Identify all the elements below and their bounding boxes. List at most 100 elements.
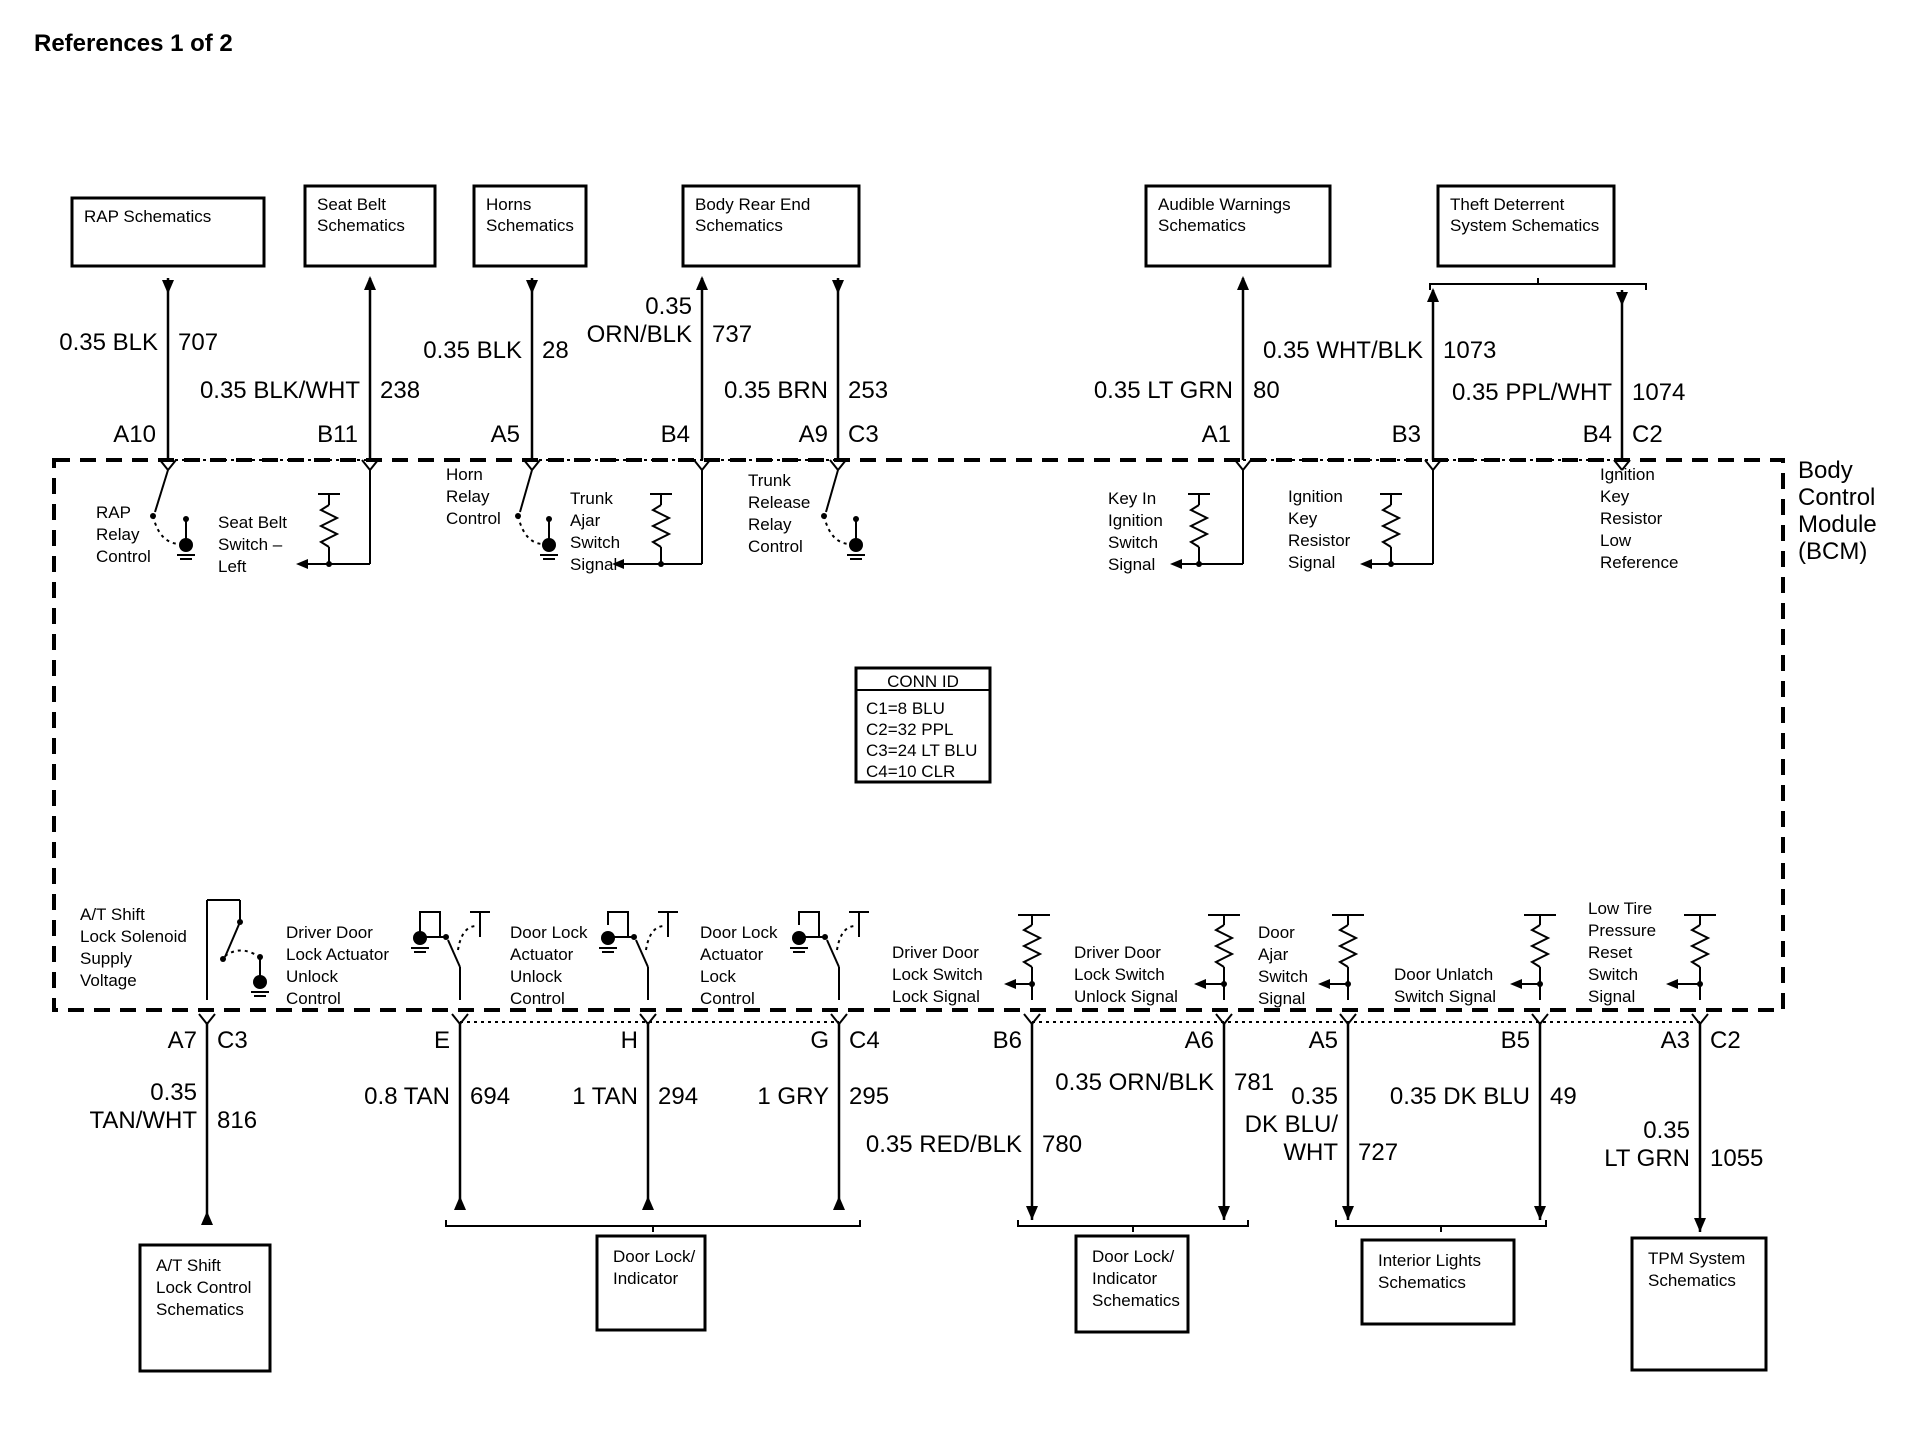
bottom-reference-text: TPM System	[1648, 1249, 1745, 1268]
top-connector-mark	[159, 459, 177, 471]
function-description: Lock Actuator	[286, 945, 389, 964]
function-description: Door Unlatch	[1394, 965, 1493, 984]
function-description: Control	[446, 509, 501, 528]
pin-number: B3	[1392, 421, 1421, 448]
function-description: Signal	[1108, 555, 1155, 574]
function-description: Driver Door	[892, 943, 979, 962]
function-description: Control	[96, 547, 151, 566]
function-description: Door Lock	[700, 923, 778, 942]
top-connector-mark	[1234, 459, 1252, 471]
pin-number: B4	[661, 421, 690, 448]
wire-gauge-color: ORN/BLK	[587, 321, 692, 348]
function-description: RAP	[96, 503, 131, 522]
conn-id-line: C2=32 PPL	[866, 720, 953, 739]
bottom-wire-arrow	[454, 1196, 466, 1210]
function-description: A/T Shift	[80, 905, 145, 924]
function-description: Relay	[96, 525, 140, 544]
bottom-reference-text: Schematics	[1092, 1291, 1180, 1310]
function-description: Seat Belt	[218, 513, 287, 532]
function-description: Ignition	[1288, 487, 1343, 506]
function-description: Lock Switch	[1074, 965, 1165, 984]
pin-number: G	[810, 1027, 829, 1054]
module-name: (BCM)	[1798, 538, 1867, 565]
at-shift-lock-switch	[206, 899, 269, 1000]
wire-gauge-color: 0.35 LT GRN	[1094, 377, 1233, 404]
function-description: Ajar	[1258, 945, 1289, 964]
circuit-number: 707	[178, 329, 218, 356]
function-description: Reference	[1600, 553, 1678, 572]
wire-gauge-color: DK BLU/	[1245, 1111, 1339, 1138]
wire-gauge-color: 0.35 BLK	[423, 337, 522, 364]
circuit-number: 694	[470, 1083, 510, 1110]
function-description: Ignition	[1600, 465, 1655, 484]
bottom-connector-mark	[198, 1013, 216, 1025]
module-name: Control	[1798, 484, 1875, 511]
wire-gauge-color: 0.35	[1291, 1083, 1338, 1110]
top-reference-text: Theft Deterrent	[1450, 195, 1565, 214]
pin-number: A1	[1202, 421, 1231, 448]
trunk-ajar-resistor	[612, 470, 703, 569]
pin-number: E	[434, 1027, 450, 1054]
top-reference-text: System Schematics	[1450, 216, 1599, 235]
bottom-reference-box	[1360, 1238, 1516, 1326]
wire-gauge-color: 1 GRY	[757, 1083, 829, 1110]
wire-gauge-color: 0.35 WHT/BLK	[1263, 337, 1423, 364]
connector-id: C3	[217, 1027, 248, 1054]
page-title: References 1 of 2	[34, 30, 233, 57]
wire-gauge-color: 0.35 BLK	[59, 329, 158, 356]
wire-gauge-color: TAN/WHT	[89, 1107, 197, 1134]
bottom-connector-mark	[830, 1013, 848, 1025]
function-description: Switch Signal	[1394, 987, 1496, 1006]
circuit-number: 1073	[1443, 337, 1496, 364]
bottom-reference-text: A/T Shift	[156, 1256, 221, 1275]
connector-id: C2	[1632, 421, 1663, 448]
function-description: Reset	[1588, 943, 1633, 962]
function-description: Left	[218, 557, 247, 576]
pin-number: B11	[317, 421, 358, 448]
circuit-number: 49	[1550, 1083, 1577, 1110]
top-wire-arrow	[1237, 276, 1249, 290]
function-description: Resistor	[1288, 531, 1351, 550]
pin-number: B4	[1583, 421, 1612, 448]
pin-number: H	[621, 1027, 638, 1054]
theft-deterrent-brace	[1429, 278, 1647, 290]
horn-relay-switch	[515, 469, 558, 560]
connector-id: C3	[848, 421, 879, 448]
circuit-number: 238	[380, 377, 420, 404]
pin-number: B6	[993, 1027, 1022, 1054]
top-wire-arrow	[696, 276, 708, 290]
bottom-reference-text: Schematics	[1648, 1271, 1736, 1290]
function-description: Switch	[570, 533, 620, 552]
function-description: Trunk	[748, 471, 791, 490]
door-lock-actuator-lock-relay	[790, 911, 869, 1000]
low-tire-pressure-reset-resistor	[1666, 914, 1716, 1000]
door-lock-schematics-brace	[1017, 1220, 1249, 1232]
function-description: Control	[286, 989, 341, 1008]
circuit-number: 816	[217, 1107, 257, 1134]
function-description: Unlock	[510, 967, 562, 986]
function-description: Pressure	[1588, 921, 1656, 940]
bottom-wire-arrow	[1218, 1206, 1230, 1220]
function-description: Supply	[80, 949, 132, 968]
wire-gauge-color: WHT	[1283, 1139, 1338, 1166]
wire-gauge-color: 1 TAN	[572, 1083, 638, 1110]
wire-gauge-color: 0.35	[150, 1079, 197, 1106]
top-reference-text: Schematics	[695, 216, 783, 235]
interior-lights-brace	[1335, 1220, 1547, 1232]
wire-gauge-color: 0.35	[645, 293, 692, 320]
function-description: Switch	[1108, 533, 1158, 552]
function-description: Control	[510, 989, 565, 1008]
function-description: Door	[1258, 923, 1295, 942]
module-name: Module	[1798, 511, 1877, 538]
function-description: Control	[748, 537, 803, 556]
circuit-number: 1074	[1632, 379, 1685, 406]
function-description: Signal	[1588, 987, 1635, 1006]
ignition-key-resistor	[1360, 470, 1434, 569]
circuit-number: 295	[849, 1083, 889, 1110]
top-connector-mark	[361, 459, 379, 471]
function-description: Horn	[446, 465, 483, 484]
top-reference-text: Seat Belt	[317, 195, 386, 214]
bottom-reference-box	[1630, 1236, 1768, 1372]
trunk-release-relay-switch	[821, 469, 865, 560]
function-description: Ajar	[570, 511, 601, 530]
